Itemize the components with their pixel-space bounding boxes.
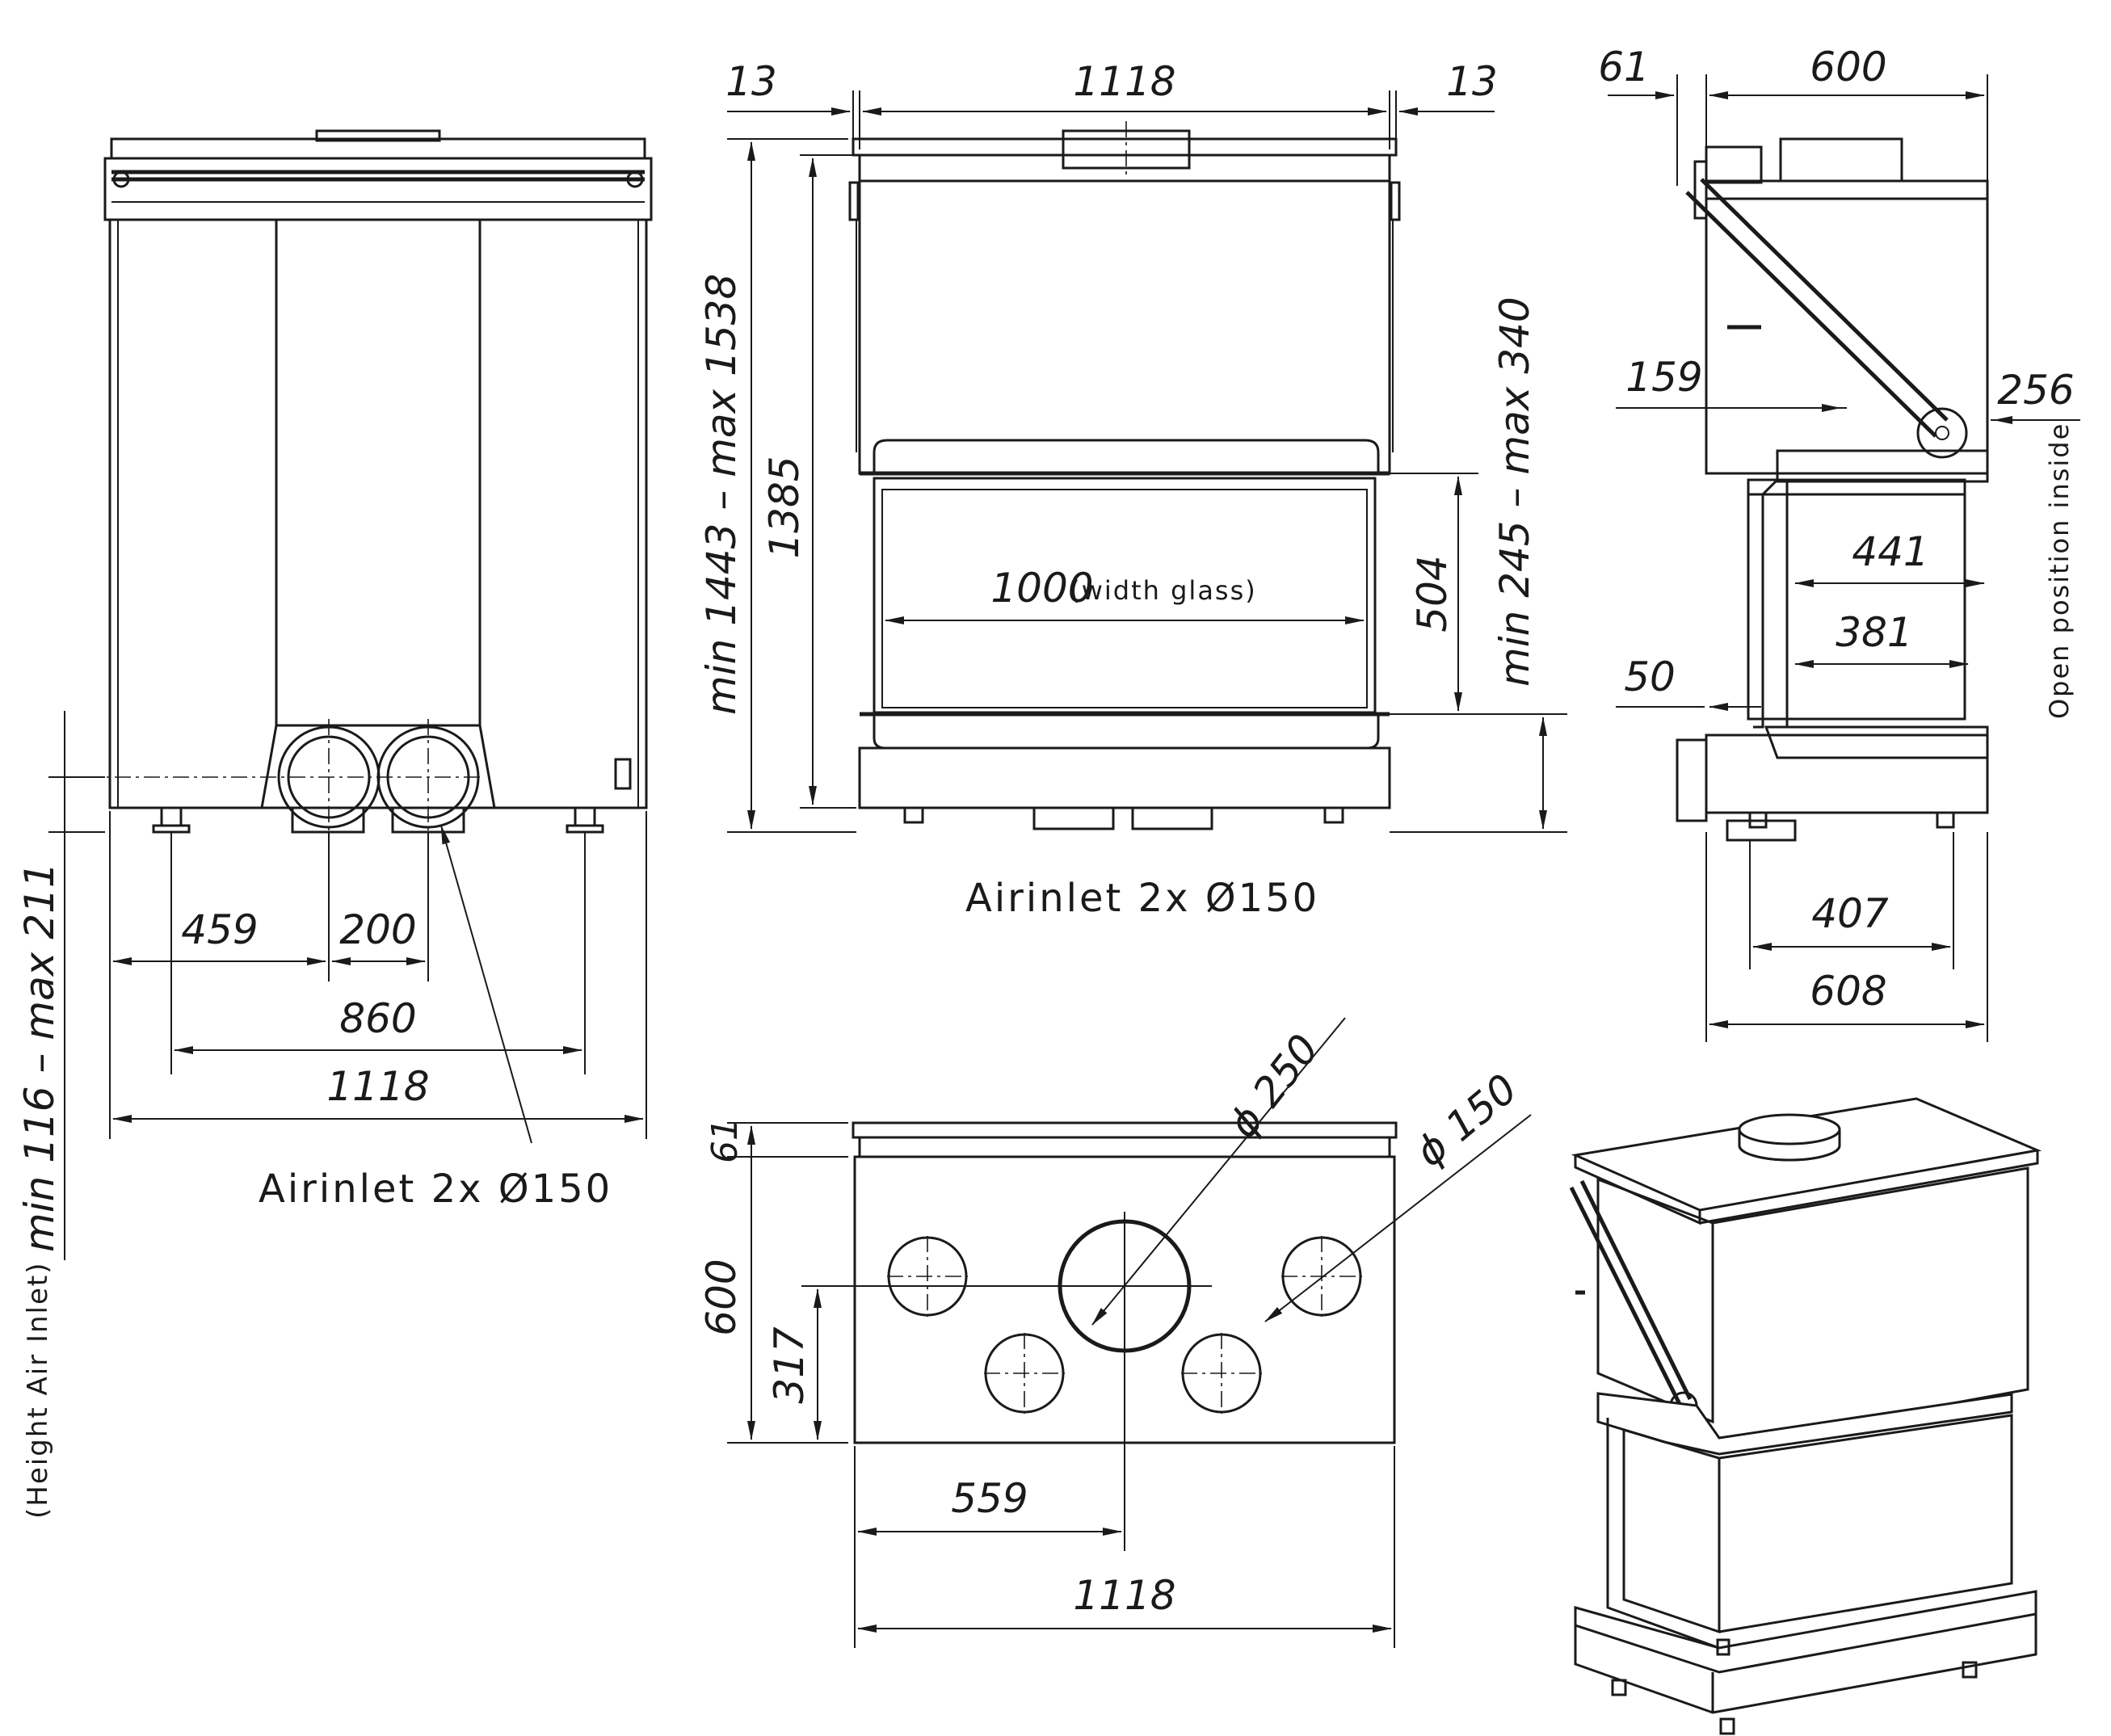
side-firebox bbox=[1747, 493, 1966, 721]
front-dim-860: 860 bbox=[339, 995, 416, 1042]
top-dia-250: ϕ 250 bbox=[1219, 1026, 1328, 1146]
side-flue-left bbox=[1705, 145, 1763, 184]
side-inlet-stub bbox=[1726, 819, 1797, 842]
side-dim-256: 256 bbox=[1997, 367, 2074, 414]
side-dim-407: 407 bbox=[1811, 890, 1889, 937]
front-center-channel bbox=[275, 218, 481, 727]
iso-base-ledge bbox=[1574, 1590, 2037, 1674]
center-base bbox=[858, 746, 1391, 809]
side-foot-right bbox=[1936, 811, 1955, 829]
side-open-note: Open position inside bbox=[2044, 422, 2075, 719]
iso-foot-3 bbox=[1962, 1661, 1978, 1679]
front-dim-459: 459 bbox=[181, 906, 258, 953]
iso-side-panel bbox=[1596, 1177, 1714, 1424]
iso-foot-1 bbox=[1611, 1679, 1627, 1696]
front-airinlet-label: Airinlet 2x Ø150 bbox=[259, 1166, 612, 1212]
center-height-1385: 1385 bbox=[761, 456, 808, 558]
side-dim-608: 608 bbox=[1810, 968, 1886, 1015]
side-upper-shelf bbox=[1776, 449, 1989, 483]
isometric-view bbox=[1569, 1097, 2042, 1735]
center-dim-13-left: 13 bbox=[725, 58, 777, 105]
front-height-note: (Height Air Inlet) bbox=[22, 1262, 54, 1520]
front-flue-collar bbox=[315, 129, 441, 142]
center-upper-body bbox=[858, 179, 1391, 475]
side-view: 61 600 159 256 Open position inside 441 bbox=[1598, 44, 2080, 1042]
top-dim-559: 559 bbox=[951, 1475, 1028, 1522]
front-body bbox=[108, 218, 648, 809]
front-height-range: min 116 – max 211 bbox=[16, 862, 63, 1252]
front-hood-frame bbox=[103, 157, 653, 221]
top-dim-1118: 1118 bbox=[1073, 1572, 1175, 1619]
top-dim-600: 600 bbox=[698, 1259, 745, 1335]
side-door-profile bbox=[1753, 478, 1789, 729]
iso-door-top bbox=[1596, 1392, 2013, 1456]
front-view: 459 200 860 1118 Airinlet 2x Ø150 min 11… bbox=[16, 129, 653, 1520]
side-dim-61: 61 bbox=[1598, 44, 1650, 90]
front-inlet-plate bbox=[260, 724, 496, 809]
side-hinge bbox=[1916, 407, 1968, 459]
side-dim-50: 50 bbox=[1624, 654, 1676, 700]
center-height-range: min 1443 – max 1538 bbox=[698, 274, 745, 715]
center-airinlet-label: Airinlet 2x Ø150 bbox=[965, 876, 1319, 921]
side-dim-441: 441 bbox=[1852, 528, 1928, 575]
center-top-plate bbox=[852, 137, 1398, 157]
center-foot-left bbox=[903, 806, 924, 824]
side-dim-600: 600 bbox=[1810, 44, 1886, 90]
side-dim-159: 159 bbox=[1625, 354, 1702, 401]
center-dim-1118-top: 1118 bbox=[1073, 58, 1175, 105]
side-upper-body bbox=[1705, 197, 1989, 475]
side-door-arm bbox=[1685, 191, 1937, 438]
center-glass bbox=[881, 489, 1368, 708]
side-foot-left bbox=[1748, 811, 1768, 829]
side-flue-collar bbox=[1779, 137, 1903, 183]
front-foot-left bbox=[160, 806, 183, 827]
center-glass-width: 1000 bbox=[990, 565, 1093, 612]
iso-door-arm bbox=[1569, 1186, 1683, 1407]
center-floor-range: min 245 – max 340 bbox=[1491, 296, 1538, 687]
side-lower-shelf bbox=[1764, 725, 1989, 759]
center-glass-height: 504 bbox=[1409, 555, 1456, 632]
center-door-bottom bbox=[873, 712, 1380, 750]
top-dim-317: 317 bbox=[766, 1326, 813, 1404]
iso-foot-2 bbox=[1719, 1717, 1735, 1735]
side-base bbox=[1705, 733, 1989, 814]
side-dim-381: 381 bbox=[1836, 609, 1912, 656]
front-dim-1118: 1118 bbox=[326, 1063, 429, 1110]
center-view: 13 1118 13 1000 (width glass) bbox=[698, 58, 1567, 921]
center-dim-13-right: 13 bbox=[1446, 58, 1498, 105]
front-top-plate bbox=[110, 137, 646, 160]
top-front-lip bbox=[852, 1121, 1398, 1139]
iso-glass-front bbox=[1718, 1414, 2013, 1633]
front-dim-200: 200 bbox=[339, 906, 416, 953]
top-view: ϕ 250 ϕ 150 61 600 317 559 1118 bbox=[698, 1017, 1532, 1648]
iso-glass-side bbox=[1622, 1427, 1721, 1634]
top-dim-61: 61 bbox=[704, 1118, 746, 1163]
front-foot-right bbox=[574, 806, 596, 827]
center-foot-right bbox=[1323, 806, 1344, 824]
center-glass-note: (width glass) bbox=[1070, 575, 1257, 606]
top-dia-150: ϕ 150 bbox=[1407, 1065, 1526, 1175]
center-door-top bbox=[873, 439, 1380, 475]
